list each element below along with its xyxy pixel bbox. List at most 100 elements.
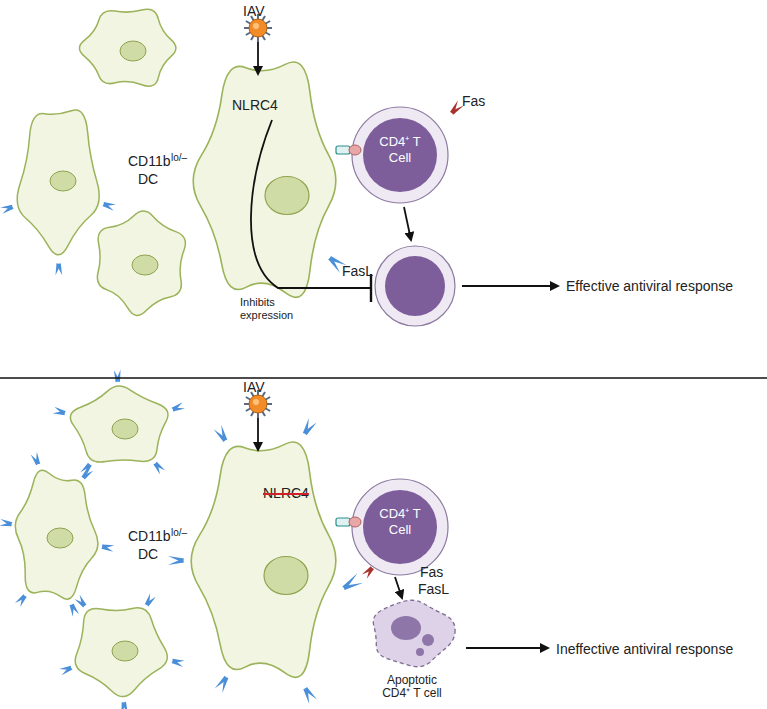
receptor-spike [172, 659, 183, 667]
label-holder: Fas [420, 563, 443, 581]
receptor-spike [56, 263, 61, 275]
receptor-spike [168, 558, 184, 565]
receptor-spike [114, 370, 120, 382]
label-holder: CD11b [128, 527, 171, 545]
nucleus [112, 641, 138, 661]
receptor-spike [121, 702, 126, 709]
virus-particle [249, 395, 267, 413]
receptor-spike [145, 597, 155, 607]
receptor-spike [122, 702, 128, 709]
virus-spike [257, 412, 259, 418]
receptor-spike [80, 595, 87, 607]
apoptotic-cell: Apoptotic CD4⁺ T cell [362, 596, 462, 704]
nuclear-fragment [416, 648, 424, 656]
receptor-spike [15, 594, 26, 603]
virus-spike [262, 411, 265, 416]
nucleus [47, 528, 73, 548]
dendritic-cell: NLRC4 [180, 38, 350, 323]
receptor-spike [81, 467, 88, 479]
label: Fas [462, 93, 485, 109]
virus-particle [249, 19, 267, 37]
label: FasL [342, 263, 373, 279]
nucleus [112, 419, 138, 439]
tcr-receptor [349, 145, 361, 155]
receptor-spike [54, 407, 65, 415]
receptor-spike [104, 202, 116, 206]
label: CD11b [128, 153, 171, 169]
receptor-spike [450, 100, 458, 114]
label-holder: Inhibits expression [240, 296, 310, 323]
nucleus [132, 255, 158, 275]
virus-spike [265, 397, 270, 400]
label: lo/– [171, 527, 187, 538]
receptor-spike [116, 370, 121, 382]
shape2 [178, 418, 350, 703]
dendritic-cell [17, 110, 99, 255]
inhibition-line [251, 120, 370, 288]
panel-divider [0, 377, 767, 379]
virus-highlight [253, 23, 259, 29]
label: DC [138, 546, 158, 562]
receptor-spike [75, 599, 86, 608]
nucleus [120, 41, 146, 61]
receptor-spike [103, 202, 114, 210]
protein-name: NLRC4 [232, 97, 278, 113]
receptor-spike [222, 677, 228, 693]
dendritic-cell [15, 470, 98, 599]
label-holder: Ineffective antiviral response [556, 640, 733, 658]
receptor-spike [154, 462, 165, 471]
virus-spike [265, 408, 270, 411]
label-holder: IAV [243, 378, 265, 396]
virus-spike [257, 36, 259, 42]
arrow [462, 285, 558, 287]
dendritic-cell [70, 386, 168, 462]
label-holder: lo/– [171, 522, 187, 540]
virus-spike [246, 21, 251, 24]
receptor-spike [102, 545, 114, 549]
tcr-receptor [349, 517, 361, 527]
receptor-spike [303, 418, 309, 434]
receptor-spike [215, 676, 228, 689]
label: FasL [418, 581, 449, 597]
cell-outline [193, 62, 336, 297]
virus-spike [246, 408, 251, 411]
label: IAV [243, 379, 265, 395]
virus-spike [265, 32, 270, 35]
label-holder: lo/– [171, 147, 187, 165]
virus-spike [244, 27, 250, 29]
t-cell: CD4⁺ T Cell [350, 477, 450, 577]
label-holder: DC [138, 170, 158, 188]
receptor-spike [80, 463, 91, 472]
receptor-spike [101, 545, 113, 552]
shape0 [180, 38, 350, 323]
virus-spike [251, 411, 254, 416]
cell-membrane [352, 479, 448, 575]
receptor-spike [36, 452, 40, 464]
receptor-spike [367, 567, 374, 579]
t-cell [375, 246, 455, 326]
receptor-spike [304, 423, 317, 436]
mhc-molecule [336, 146, 350, 154]
virus-spike [262, 35, 265, 40]
cell-nucleus [363, 118, 437, 192]
nuclear-fragment [391, 616, 421, 640]
receptor-spike [172, 402, 183, 411]
receptor-spike [173, 407, 185, 411]
receptor-spike [31, 454, 40, 465]
nuclear-fragment [422, 634, 434, 646]
receptor-spike [221, 425, 227, 441]
label-holder: DC [138, 545, 158, 563]
nucleus [264, 557, 308, 595]
receptor-spike [0, 205, 12, 209]
receptor-spike [0, 522, 12, 526]
receptor-spike [57, 263, 63, 275]
virus-spike [244, 403, 250, 405]
label-holder: Fas [462, 92, 485, 110]
dendritic-cell [79, 9, 175, 86]
cell-name: CD4⁺ T Cell [375, 506, 425, 537]
label: DC [138, 171, 158, 187]
virus-spike [251, 35, 254, 40]
receptor-spike [62, 666, 73, 675]
